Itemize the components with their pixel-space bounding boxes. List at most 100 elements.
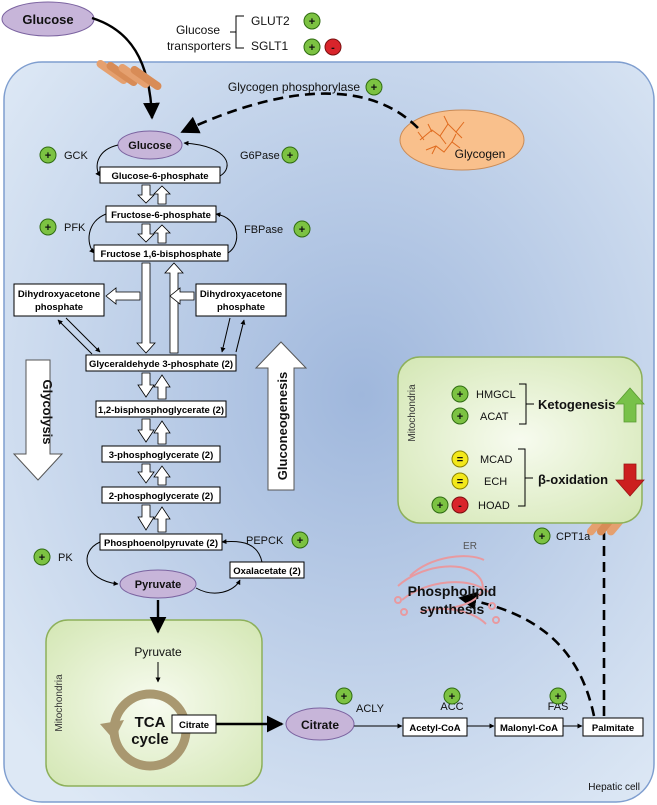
citrate-ellipse	[285, 707, 355, 741]
palmitate-box	[582, 717, 644, 737]
sglt1-label: SGLT1	[251, 39, 288, 53]
dhap-left-line2: phosphate	[35, 302, 83, 313]
transporter-bracket	[230, 15, 244, 49]
badge-pk-increase: +	[33, 548, 51, 566]
pepck-label: PEPCK	[246, 535, 284, 547]
gluconeogenesis-arrow	[254, 341, 308, 491]
glut2-label: GLUT2	[251, 14, 290, 28]
pg3-box	[101, 445, 221, 463]
pepck-arrow	[221, 539, 263, 563]
pyruvate-label: Pyruvate	[135, 579, 181, 591]
g3p-label: Glyceraldehyde 3-phosphate (2)	[89, 359, 233, 370]
oaa-box	[229, 561, 305, 579]
oaa-label: Oxalacetate (2)	[233, 566, 301, 577]
badge-pepck-increase: +	[291, 531, 309, 549]
badge-fbpase-increase: +	[293, 220, 311, 238]
svg-text:-: -	[331, 42, 335, 54]
pg2-label: 2-phosphoglycerate (2)	[109, 491, 214, 502]
g3p-to-dhap-left	[57, 319, 93, 355]
badge-mcad-unchanged: =	[451, 450, 469, 468]
pyruvate-ellipse	[119, 569, 197, 599]
acly-label: ACLY	[356, 703, 385, 715]
mito-citrate-label: Citrate	[179, 720, 209, 731]
reversible-step-arrows	[137, 184, 171, 533]
svg-text:+: +	[45, 222, 51, 234]
svg-text:+: +	[309, 42, 315, 54]
beta-oxidation-label: β-oxidation	[538, 472, 608, 487]
endoplasmic-reticulum	[394, 555, 500, 625]
svg-text:=: =	[457, 454, 463, 466]
citrate-label: Citrate	[301, 718, 339, 732]
pg2-box	[101, 486, 221, 504]
tca-line2: cycle	[131, 731, 169, 748]
badge-fas-increase: +	[549, 687, 567, 705]
glycolysis-label: Glycolysis	[40, 379, 55, 444]
pg3-label: 3-phosphoglycerate (2)	[109, 450, 214, 461]
malonyl-coa-box	[494, 717, 564, 737]
hmgcl-label: HMGCL	[476, 389, 516, 401]
glucose-transporter-protein	[96, 59, 162, 91]
badge-ech-unchanged: =	[451, 472, 469, 490]
badge-acat-increase: +	[451, 407, 469, 425]
svg-text:+: +	[437, 500, 443, 512]
pep-label: Phosphoenolpyruvate (2)	[104, 538, 218, 549]
svg-text:+: +	[449, 691, 455, 703]
ketogenesis-label: Ketogenesis	[538, 397, 615, 412]
f6p-label: Fructose-6-phosphate	[111, 210, 211, 221]
glucose-label: Glucose	[128, 140, 171, 152]
pfk-label: PFK	[64, 222, 86, 234]
dhap-box-right	[195, 283, 287, 317]
mitochondria-tca-label: Mitochondria	[54, 674, 65, 732]
badge-pfk-increase: +	[39, 218, 57, 236]
fbpase-arrow	[215, 212, 238, 254]
phospholipid-line2: synthesis	[420, 601, 485, 617]
er-label: ER	[463, 541, 477, 552]
dhap-right-line1: Dihydroxyacetone	[200, 289, 282, 300]
glycolysis-arrow	[12, 359, 64, 481]
badge-hoad-increase: +	[431, 496, 449, 514]
fbpase-label: FBPase	[244, 224, 283, 236]
ketogenesis-bracket	[519, 383, 534, 425]
pfk-arrow	[88, 213, 107, 254]
badge-sglt1-increase: +	[303, 38, 321, 56]
outer-glucose-label: Glucose	[22, 12, 73, 27]
g3p-box	[85, 354, 237, 372]
svg-text:-: -	[458, 500, 462, 512]
mitochondria-fat	[397, 356, 643, 524]
svg-text:+: +	[287, 150, 293, 162]
tca-cycle-arrowhead	[100, 720, 124, 740]
aldolase-arrows	[105, 262, 195, 354]
palmitate-label: Palmitate	[592, 723, 634, 734]
svg-text:+: +	[299, 224, 305, 236]
badge-sglt1-decrease: -	[324, 38, 342, 56]
badge-hoad-decrease: -	[451, 496, 469, 514]
svg-text:+: +	[457, 411, 463, 423]
glycogenolysis-arrow	[180, 92, 419, 134]
svg-text:+: +	[457, 389, 463, 401]
mitochondria-fat-label: Mitochondria	[407, 384, 418, 442]
badge-acly-increase: +	[335, 687, 353, 705]
phospholipid-line1: Phospholipid	[408, 583, 497, 599]
svg-text:+: +	[45, 150, 51, 162]
cpt1a-label: CPT1a	[556, 531, 591, 543]
svg-text:=: =	[457, 476, 463, 488]
g6pase-label: G6Pase	[240, 150, 280, 162]
svg-text:+: +	[539, 531, 545, 543]
dhap-box-left	[13, 283, 105, 317]
tca-line1: TCA	[135, 714, 166, 731]
acc-label: ACC	[440, 701, 463, 713]
ech-label: ECH	[484, 476, 507, 488]
glycogen-phosphorylase-label: Glycogen phosphorylase	[228, 80, 360, 94]
bpg-label: 1,2-bisphosphoglycerate (2)	[98, 405, 224, 416]
pyruvate-to-oaa-arrow	[195, 579, 241, 594]
glucose-transporters-line2: transporters	[167, 39, 231, 53]
acetyl-coa-box	[402, 717, 468, 737]
palmitate-to-phospholipid-arrow	[458, 591, 596, 717]
gck-arrow	[95, 144, 119, 177]
hepatic-cell-label: Hepatic cell	[588, 782, 640, 793]
svg-text:+: +	[555, 691, 561, 703]
svg-text:+: +	[341, 691, 347, 703]
malonyl-coa-label: Malonyl-CoA	[500, 723, 558, 734]
svg-text:+: +	[297, 535, 303, 547]
